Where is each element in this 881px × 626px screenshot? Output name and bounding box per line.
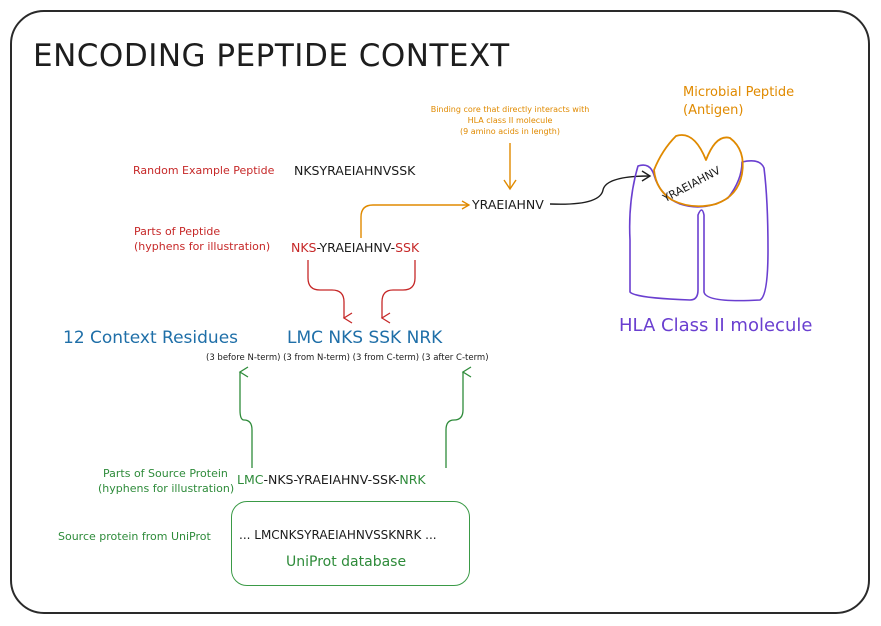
peptide-c-term: SSK [395,240,420,255]
parts-source-sequence: LMC-NKS-YRAEIAHNV-SSK-NRK [237,472,426,487]
nks-arrow [307,260,353,324]
microbial-peptide-label: Microbial Peptide (Antigen) [683,84,794,120]
context-residues-sequence: LMC NKS SSK NRK [287,328,443,348]
microbial-peptide-line1: Microbial Peptide [683,85,795,100]
core-extract-arrow [360,200,471,238]
page-title: ENCODING PEPTIDE CONTEXT [33,38,510,74]
parts-peptide-sequence: NKS-YRAEIAHNV-SSK [291,240,419,255]
context-residues-label: 12 Context Residues [63,328,239,348]
binding-core-note-line1: Binding core that directly interacts wit… [430,105,590,114]
antigen-outline [653,134,744,208]
peptide-sep-2: - [390,240,396,255]
parts-peptide-label-1: Parts of Peptide [134,225,221,238]
nrk-arrow [445,366,472,468]
uniprot-box [231,501,470,586]
random-peptide-label: Random Example Peptide [133,164,275,177]
binding-core-note-line3: (9 amino acids in length) [460,127,560,136]
hla-label: HLA Class II molecule [619,315,813,336]
diagram-frame [10,10,870,614]
binding-core-note-line2: HLA class II molecule [467,116,553,125]
core-sequence: YRAEIAHNV [472,197,544,212]
ssk-arrow [380,260,416,324]
microbial-peptide-line2: (Antigen) [683,103,744,118]
source-after: NRK [399,472,426,487]
source-middle: -NKS-YRAEIAHNV-SSK- [263,472,400,487]
lmc-arrow [238,366,253,468]
random-peptide-sequence: NKSYRAEIAHNVSSK [294,163,416,178]
peptide-sep-1: - [316,240,320,255]
parts-source-label-2: (hyphens for illustration) [98,482,235,495]
parts-peptide-label-2: (hyphens for illustration) [134,240,271,253]
source-protein-sequence: ... LMCNKSYRAEIAHNVSSKNRK ... [239,528,437,542]
peptide-core: YRAEIAHNV [319,240,391,255]
binding-core-note: Binding core that directly interacts wit… [430,104,590,137]
context-residues-annotation: (3 before N-term) (3 from N-term) (3 fro… [206,353,489,363]
parts-source-label-1: Parts of Source Protein [103,467,228,480]
source-protein-label: Source protein from UniProt [58,530,211,543]
peptide-n-term: NKS [291,240,317,255]
source-before: LMC [237,472,264,487]
uniprot-database-label: UniProt database [286,554,407,570]
to-hla-arrow [549,170,652,205]
